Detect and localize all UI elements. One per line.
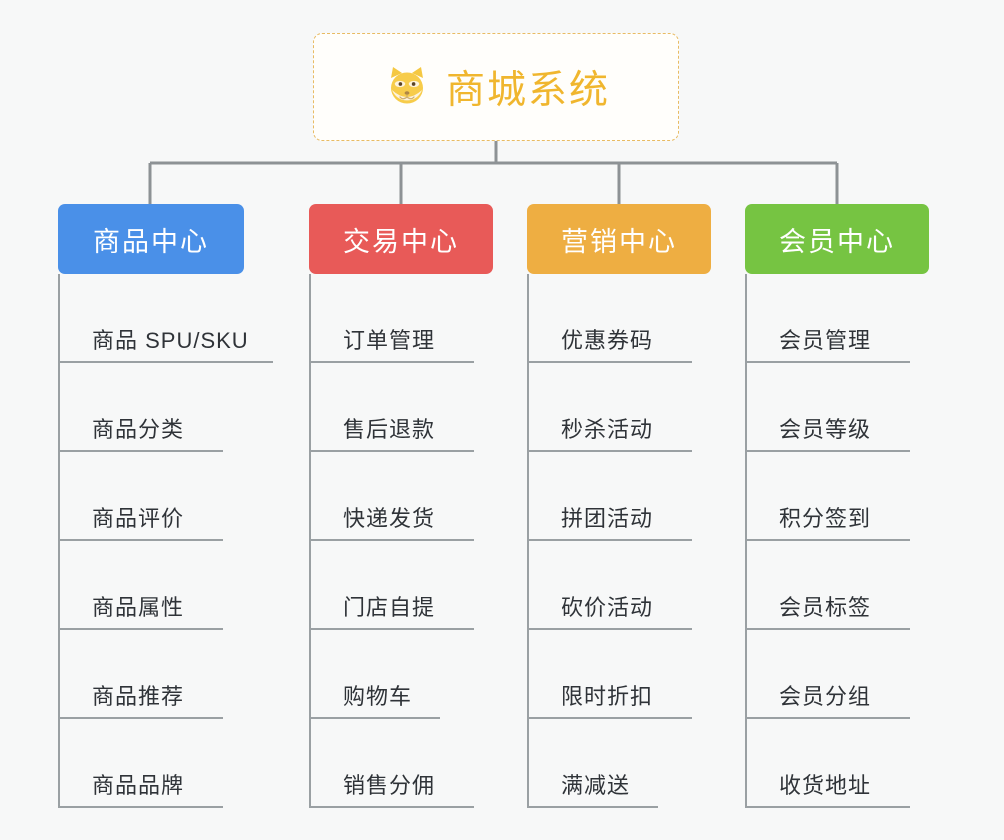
list-item[interactable]: 快递发货	[309, 452, 493, 541]
leaf-underline	[745, 628, 910, 630]
leaf-label: 售后退款	[343, 417, 436, 442]
list-item[interactable]: 限时折扣	[527, 630, 711, 719]
category-label: 会员中心	[779, 226, 895, 257]
leaf-label: 商品品牌	[92, 773, 185, 798]
leaf-underline	[527, 450, 692, 452]
leaf-underline	[309, 628, 474, 630]
shiba-dog-icon	[382, 62, 432, 112]
leaf-underline	[58, 628, 223, 630]
leaf-label: 会员等级	[779, 417, 872, 442]
leaf-label: 购物车	[343, 684, 413, 709]
category-header-会员中心[interactable]: 会员中心	[745, 204, 929, 274]
list-item[interactable]: 会员等级	[745, 363, 929, 452]
category-label: 交易中心	[343, 226, 459, 257]
list-item[interactable]: 满减送	[527, 719, 711, 808]
leaf-underline	[309, 806, 474, 808]
list-item[interactable]: 会员分组	[745, 630, 929, 719]
leaf-underline	[527, 717, 692, 719]
leaf-label: 商品属性	[92, 595, 185, 620]
column-spine	[745, 274, 747, 808]
leaf-underline	[58, 361, 273, 363]
leaf-list-2: 订单管理 售后退款 快递发货 门店自提 购物车 销售分佣	[309, 274, 493, 808]
leaf-label: 会员管理	[779, 328, 872, 353]
list-item[interactable]: 商品品牌	[58, 719, 244, 808]
leaf-label: 商品分类	[92, 417, 185, 442]
leaf-label: 会员标签	[779, 595, 872, 620]
column-spine	[527, 274, 529, 808]
list-item[interactable]: 购物车	[309, 630, 493, 719]
leaf-label: 优惠券码	[561, 328, 654, 353]
leaf-label: 满减送	[561, 773, 631, 798]
list-item[interactable]: 门店自提	[309, 541, 493, 630]
leaf-label: 商品推荐	[92, 684, 185, 709]
leaf-list-3: 优惠券码 秒杀活动 拼团活动 砍价活动 限时折扣 满减送	[527, 274, 711, 808]
leaf-label: 秒杀活动	[561, 417, 654, 442]
leaf-list-4: 会员管理 会员等级 积分签到 会员标签 会员分组 收货地址	[745, 274, 929, 808]
category-label: 商品中心	[93, 226, 209, 257]
leaf-underline	[745, 450, 910, 452]
leaf-label: 销售分佣	[343, 773, 436, 798]
list-item[interactable]: 销售分佣	[309, 719, 493, 808]
root-node[interactable]: 商城系统	[313, 33, 679, 141]
category-header-营销中心[interactable]: 营销中心	[527, 204, 711, 274]
leaf-underline	[527, 628, 692, 630]
leaf-underline	[58, 806, 223, 808]
category-column-1: 商品中心 商品 SPU/SKU 商品分类 商品评价 商品属性 商品推荐	[58, 204, 273, 808]
leaf-label: 商品评价	[92, 506, 185, 531]
list-item[interactable]: 商品属性	[58, 541, 244, 630]
leaf-underline	[58, 539, 223, 541]
list-item[interactable]: 商品分类	[58, 363, 244, 452]
leaf-underline	[58, 450, 223, 452]
list-item[interactable]: 商品推荐	[58, 630, 244, 719]
column-spine	[309, 274, 311, 808]
column-spine	[58, 274, 60, 808]
list-item[interactable]: 砍价活动	[527, 541, 711, 630]
leaf-underline	[309, 361, 474, 363]
leaf-underline	[309, 539, 474, 541]
leaf-label: 商品 SPU/SKU	[92, 328, 249, 353]
list-item[interactable]: 商品 SPU/SKU	[58, 274, 273, 363]
category-label: 营销中心	[561, 226, 677, 257]
category-header-交易中心[interactable]: 交易中心	[309, 204, 493, 274]
list-item[interactable]: 会员标签	[745, 541, 929, 630]
category-column-2: 交易中心 订单管理 售后退款 快递发货 门店自提 购物车	[309, 204, 493, 808]
list-item[interactable]: 优惠券码	[527, 274, 711, 363]
leaf-underline	[527, 539, 692, 541]
list-item[interactable]: 收货地址	[745, 719, 929, 808]
list-item[interactable]: 商品评价	[58, 452, 244, 541]
leaf-underline	[309, 450, 474, 452]
leaf-underline	[745, 717, 910, 719]
list-item[interactable]: 拼团活动	[527, 452, 711, 541]
leaf-label: 快递发货	[343, 506, 436, 531]
category-header-商品中心[interactable]: 商品中心	[58, 204, 244, 274]
leaf-label: 收货地址	[779, 773, 872, 798]
list-item[interactable]: 秒杀活动	[527, 363, 711, 452]
leaf-underline	[745, 361, 910, 363]
leaf-underline	[745, 806, 910, 808]
leaf-label: 订单管理	[343, 328, 436, 353]
leaf-label: 限时折扣	[561, 684, 654, 709]
leaf-label: 砍价活动	[561, 595, 654, 620]
category-column-3: 营销中心 优惠券码 秒杀活动 拼团活动 砍价活动 限时折扣	[527, 204, 711, 808]
root-title: 商城系统	[445, 69, 610, 112]
leaf-label: 会员分组	[779, 684, 872, 709]
leaf-label: 门店自提	[343, 595, 436, 620]
leaf-underline	[527, 361, 692, 363]
leaf-underline	[309, 717, 440, 719]
leaf-label: 拼团活动	[561, 506, 654, 531]
list-item[interactable]: 积分签到	[745, 452, 929, 541]
category-column-4: 会员中心 会员管理 会员等级 积分签到 会员标签 会员分组	[745, 204, 929, 808]
list-item[interactable]: 订单管理	[309, 274, 493, 363]
list-item[interactable]: 售后退款	[309, 363, 493, 452]
leaf-label: 积分签到	[779, 506, 872, 531]
leaf-underline	[527, 806, 658, 808]
leaf-underline	[58, 717, 223, 719]
leaf-list-1: 商品 SPU/SKU 商品分类 商品评价 商品属性 商品推荐 商品品牌	[58, 274, 273, 808]
list-item[interactable]: 会员管理	[745, 274, 929, 363]
leaf-underline	[745, 539, 910, 541]
